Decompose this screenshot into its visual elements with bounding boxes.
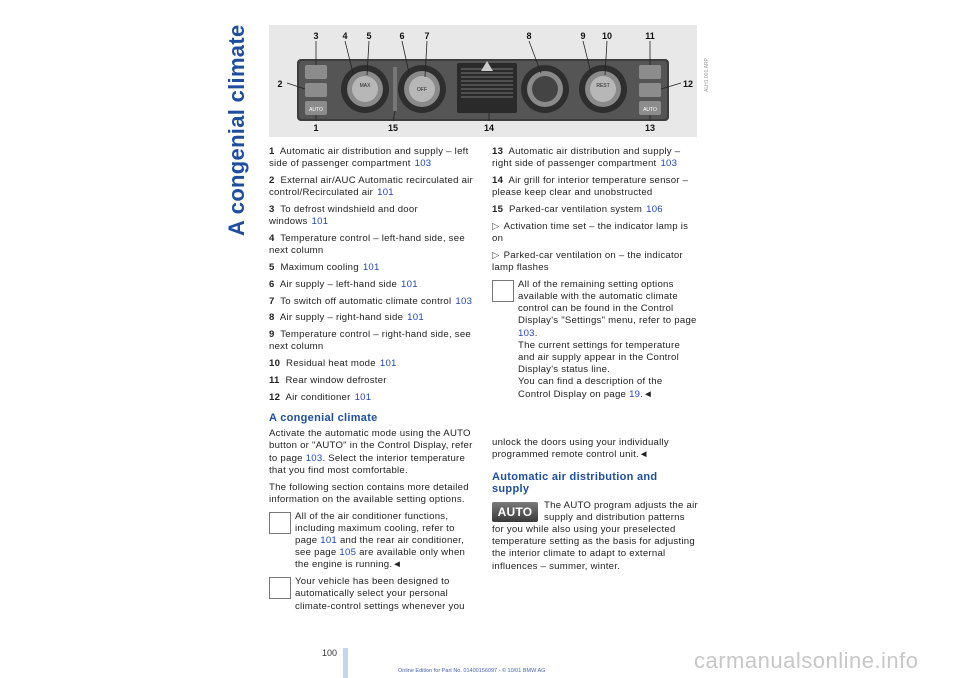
legend-item: 2 External air/AUC Automatic recirculate… [269,175,474,199]
online-edition-note: Online Edition for Part No. 01400156097 … [398,668,546,674]
recirculation-button [305,83,327,97]
auto-label-left: AUTO [309,107,323,113]
page-ref-link[interactable]: 19 [629,388,641,400]
person-icon [269,577,291,600]
page-ref-link[interactable]: 103 [305,452,323,464]
callout-2: 2 [277,79,282,89]
climate-control-panel-illustration: AUTO MAX OFF REST AUT [269,25,697,137]
section-heading: A congenial climate [269,411,378,424]
legend-item: 14 Air grill for interior temperature se… [492,175,689,199]
legend-item: 1 Automatic air distribution and supply … [269,146,469,170]
callout-8: 8 [526,31,531,41]
legend-item: 7 To switch off automatic climate contro… [269,295,473,307]
callout-15: 15 [388,123,398,133]
bullet-arrow-icon: ▷ [492,220,500,232]
page-ref-link[interactable]: 103 [455,295,473,307]
defrost-button-left [305,65,327,79]
page-number: 100 [322,648,338,658]
hazard-icon [481,61,493,71]
off-label: OFF [417,87,427,93]
bullet-item: ▷Activation time set – the indicator lam… [492,220,689,244]
bullet-item: ▷Parked-car ventilation on – the indicat… [492,249,683,273]
right-column: 13 Automatic air distribution and supply… [492,146,698,577]
paragraph: The following section contains more deta… [269,481,469,505]
image-code: ALH1.001.ARP [704,58,710,92]
rest-label: REST [596,83,609,89]
page-ref-link[interactable]: 101 [354,391,372,403]
page-ref-link[interactable]: 103 [660,158,678,170]
rear-defroster-button [639,65,661,79]
auto-button-left [305,101,327,115]
callout-6: 6 [399,31,404,41]
callout-3: 3 [313,31,318,41]
climate-panel-svg: AUTO MAX OFF REST AUT [269,25,697,137]
callout-12: 12 [683,79,693,89]
page-ref-link[interactable]: 101 [311,216,329,228]
page-margin-bar [343,648,348,678]
max-label: MAX [360,83,372,89]
continued-paragraph: unlock the doors using your individually… [492,436,669,461]
note-arrow-icon [269,511,291,534]
page-ref-link[interactable]: 101 [379,358,397,370]
auto-button-icon: AUTO [492,501,538,522]
page-ref-link[interactable]: 103 [518,327,535,339]
callout-lines [286,40,682,122]
note-paragraph: All of the remaining setting options ava… [492,279,698,401]
legend-list-left: 1 Automatic air distribution and supply … [269,146,477,404]
auto-section-heading: Automatic air distribution and supply [492,471,658,496]
legend-item: 4 Temperature control – left-hand side, … [269,233,465,257]
auto-paragraph: AUTO The AUTO program adjusts the air su… [492,499,698,572]
chapter-side-title: A congenial climate [224,25,250,250]
left-column: 1 Automatic air distribution and supply … [269,146,477,617]
page-ref-link[interactable]: 101 [320,535,338,546]
legend-item: 13 Automatic air distribution and supply… [492,146,681,170]
legend-item: 3 To defrost windshield and door windows… [269,204,418,228]
site-watermark: carmanualsonline.info [694,648,919,673]
callout-13: 13 [645,123,655,133]
callout-7: 7 [424,31,429,41]
callout-14: 14 [484,123,494,133]
page-ref-link[interactable]: 101 [401,278,418,290]
auto-button-right [639,101,661,115]
page-ref-link[interactable]: 103 [414,158,432,170]
chapter-title-text: A congenial climate [224,24,249,237]
legend-item: 11 Rear window defroster [269,374,387,386]
air-grill [457,63,517,113]
legend-item: 9 Temperature control – right-hand side,… [269,329,472,353]
paragraph: Activate the automatic mode using the AU… [269,428,473,476]
callout-1: 1 [313,123,318,133]
callout-9: 9 [580,31,585,41]
note-paragraph: Your vehicle has been designed to automa… [269,576,477,613]
page-ref-link[interactable]: 101 [407,312,424,324]
bullet-arrow-icon: ▷ [492,249,500,261]
callout-4: 4 [342,31,347,41]
page-ref-link[interactable]: 101 [362,262,380,273]
note-paragraph: All of the air conditioner functions, in… [269,511,477,572]
page-ref-link[interactable]: 101 [377,187,394,199]
callout-11: 11 [645,31,655,41]
callout-5: 5 [366,31,371,41]
auto-label-right: AUTO [643,107,657,113]
parked-ventilation-lamp [393,67,397,111]
page-ref-link[interactable]: 106 [646,204,663,215]
note-arrow-icon [492,279,514,302]
page-ref-link[interactable]: 105 [339,547,357,559]
callout-numbers: 3 4 5 6 7 8 9 10 11 2 12 1 15 14 13 [277,31,693,133]
air-conditioner-button [639,83,661,97]
callout-10: 10 [602,31,612,41]
